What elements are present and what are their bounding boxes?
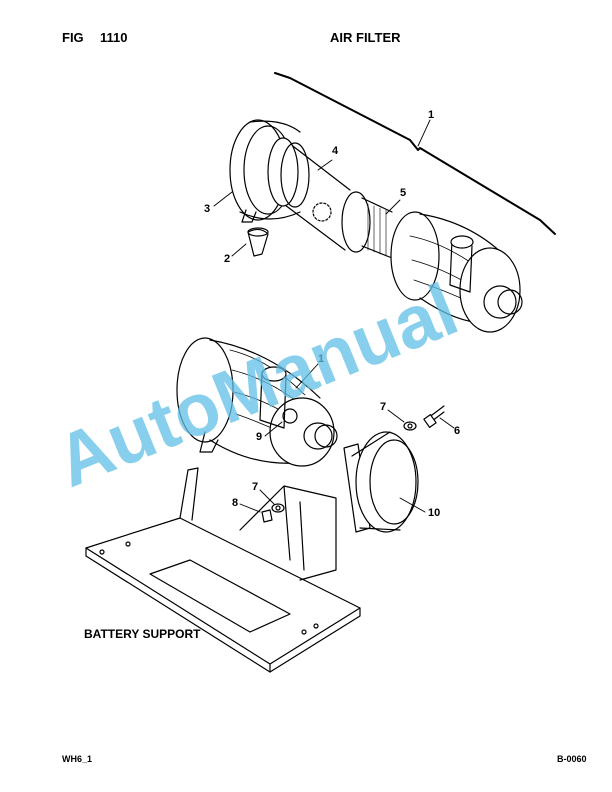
mounting-band <box>343 431 419 533</box>
footer-code: WH6_1 <box>62 754 93 764</box>
battery-support-label: BATTERY SUPPORT <box>84 627 201 641</box>
callout-6: 6 <box>454 425 460 437</box>
callout-1-top: 1 <box>428 109 434 121</box>
figure-number: 1110 <box>100 30 128 45</box>
hardware-fasteners <box>261 405 445 523</box>
figure-label: FIG <box>62 30 84 45</box>
battery-support-bracket <box>85 467 361 673</box>
assembled-air-filter <box>176 337 338 467</box>
callout-2: 2 <box>224 253 230 265</box>
footer-page-id: B-0060 <box>557 754 587 764</box>
callout-8: 8 <box>232 497 238 509</box>
callout-9: 9 <box>256 431 262 443</box>
leader-lines <box>213 119 455 513</box>
page-title: AIR FILTER <box>330 30 401 45</box>
assembly-bracket-line <box>274 72 556 235</box>
callout-3: 3 <box>204 203 210 215</box>
callout-10: 10 <box>428 507 440 519</box>
callout-numbers: 1 4 5 3 2 1 7 6 9 7 8 10 <box>204 109 460 519</box>
callout-7-right: 7 <box>380 401 386 413</box>
callout-5: 5 <box>400 187 406 199</box>
callout-1-middle: 1 <box>318 353 324 365</box>
exploded-air-filter <box>229 119 523 333</box>
callout-4: 4 <box>332 145 339 157</box>
callout-7-left: 7 <box>252 481 258 493</box>
